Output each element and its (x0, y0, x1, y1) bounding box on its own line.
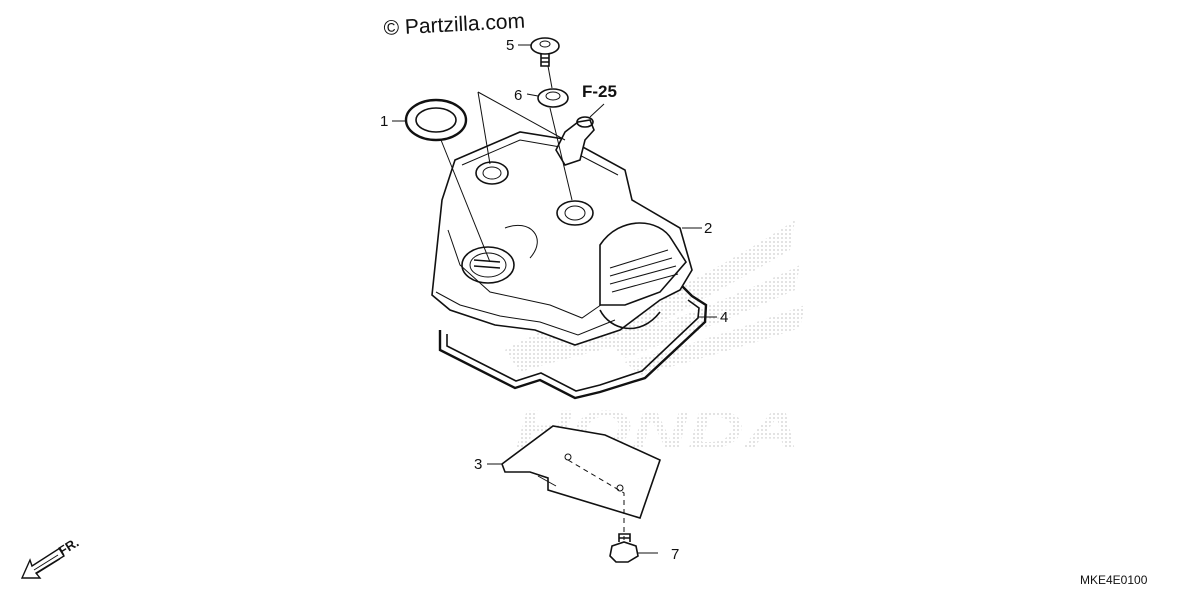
front-arrow-icon (20, 546, 65, 579)
copyright-text: © Partzilla.com (383, 10, 526, 40)
front-indicator: FR. (20, 535, 81, 579)
callout-7[interactable]: 7 (671, 546, 679, 563)
cylinder-head-cover (431, 116, 693, 346)
rubber-grommet (537, 88, 569, 108)
callout-5[interactable]: 5 (506, 37, 514, 54)
breather-nipple (555, 119, 595, 166)
callout-1[interactable]: 1 (380, 113, 388, 130)
bolt (530, 37, 560, 67)
cover-gasket (438, 283, 708, 400)
leader-lines (392, 44, 717, 554)
callout-4[interactable]: 4 (720, 309, 728, 326)
callout-2[interactable]: 2 (704, 220, 712, 237)
oil-filler-cap (461, 246, 515, 284)
bolt-hole-right (556, 200, 594, 226)
diagram-code: MKE4E0100 (1080, 573, 1148, 587)
callout-3[interactable]: 3 (474, 456, 482, 473)
reference-label: F-25 (582, 82, 617, 101)
bolt-hole-left (475, 161, 509, 185)
callout-6[interactable]: 6 (514, 87, 522, 104)
flange-bolt (609, 533, 639, 563)
o-ring-seal (404, 98, 468, 142)
